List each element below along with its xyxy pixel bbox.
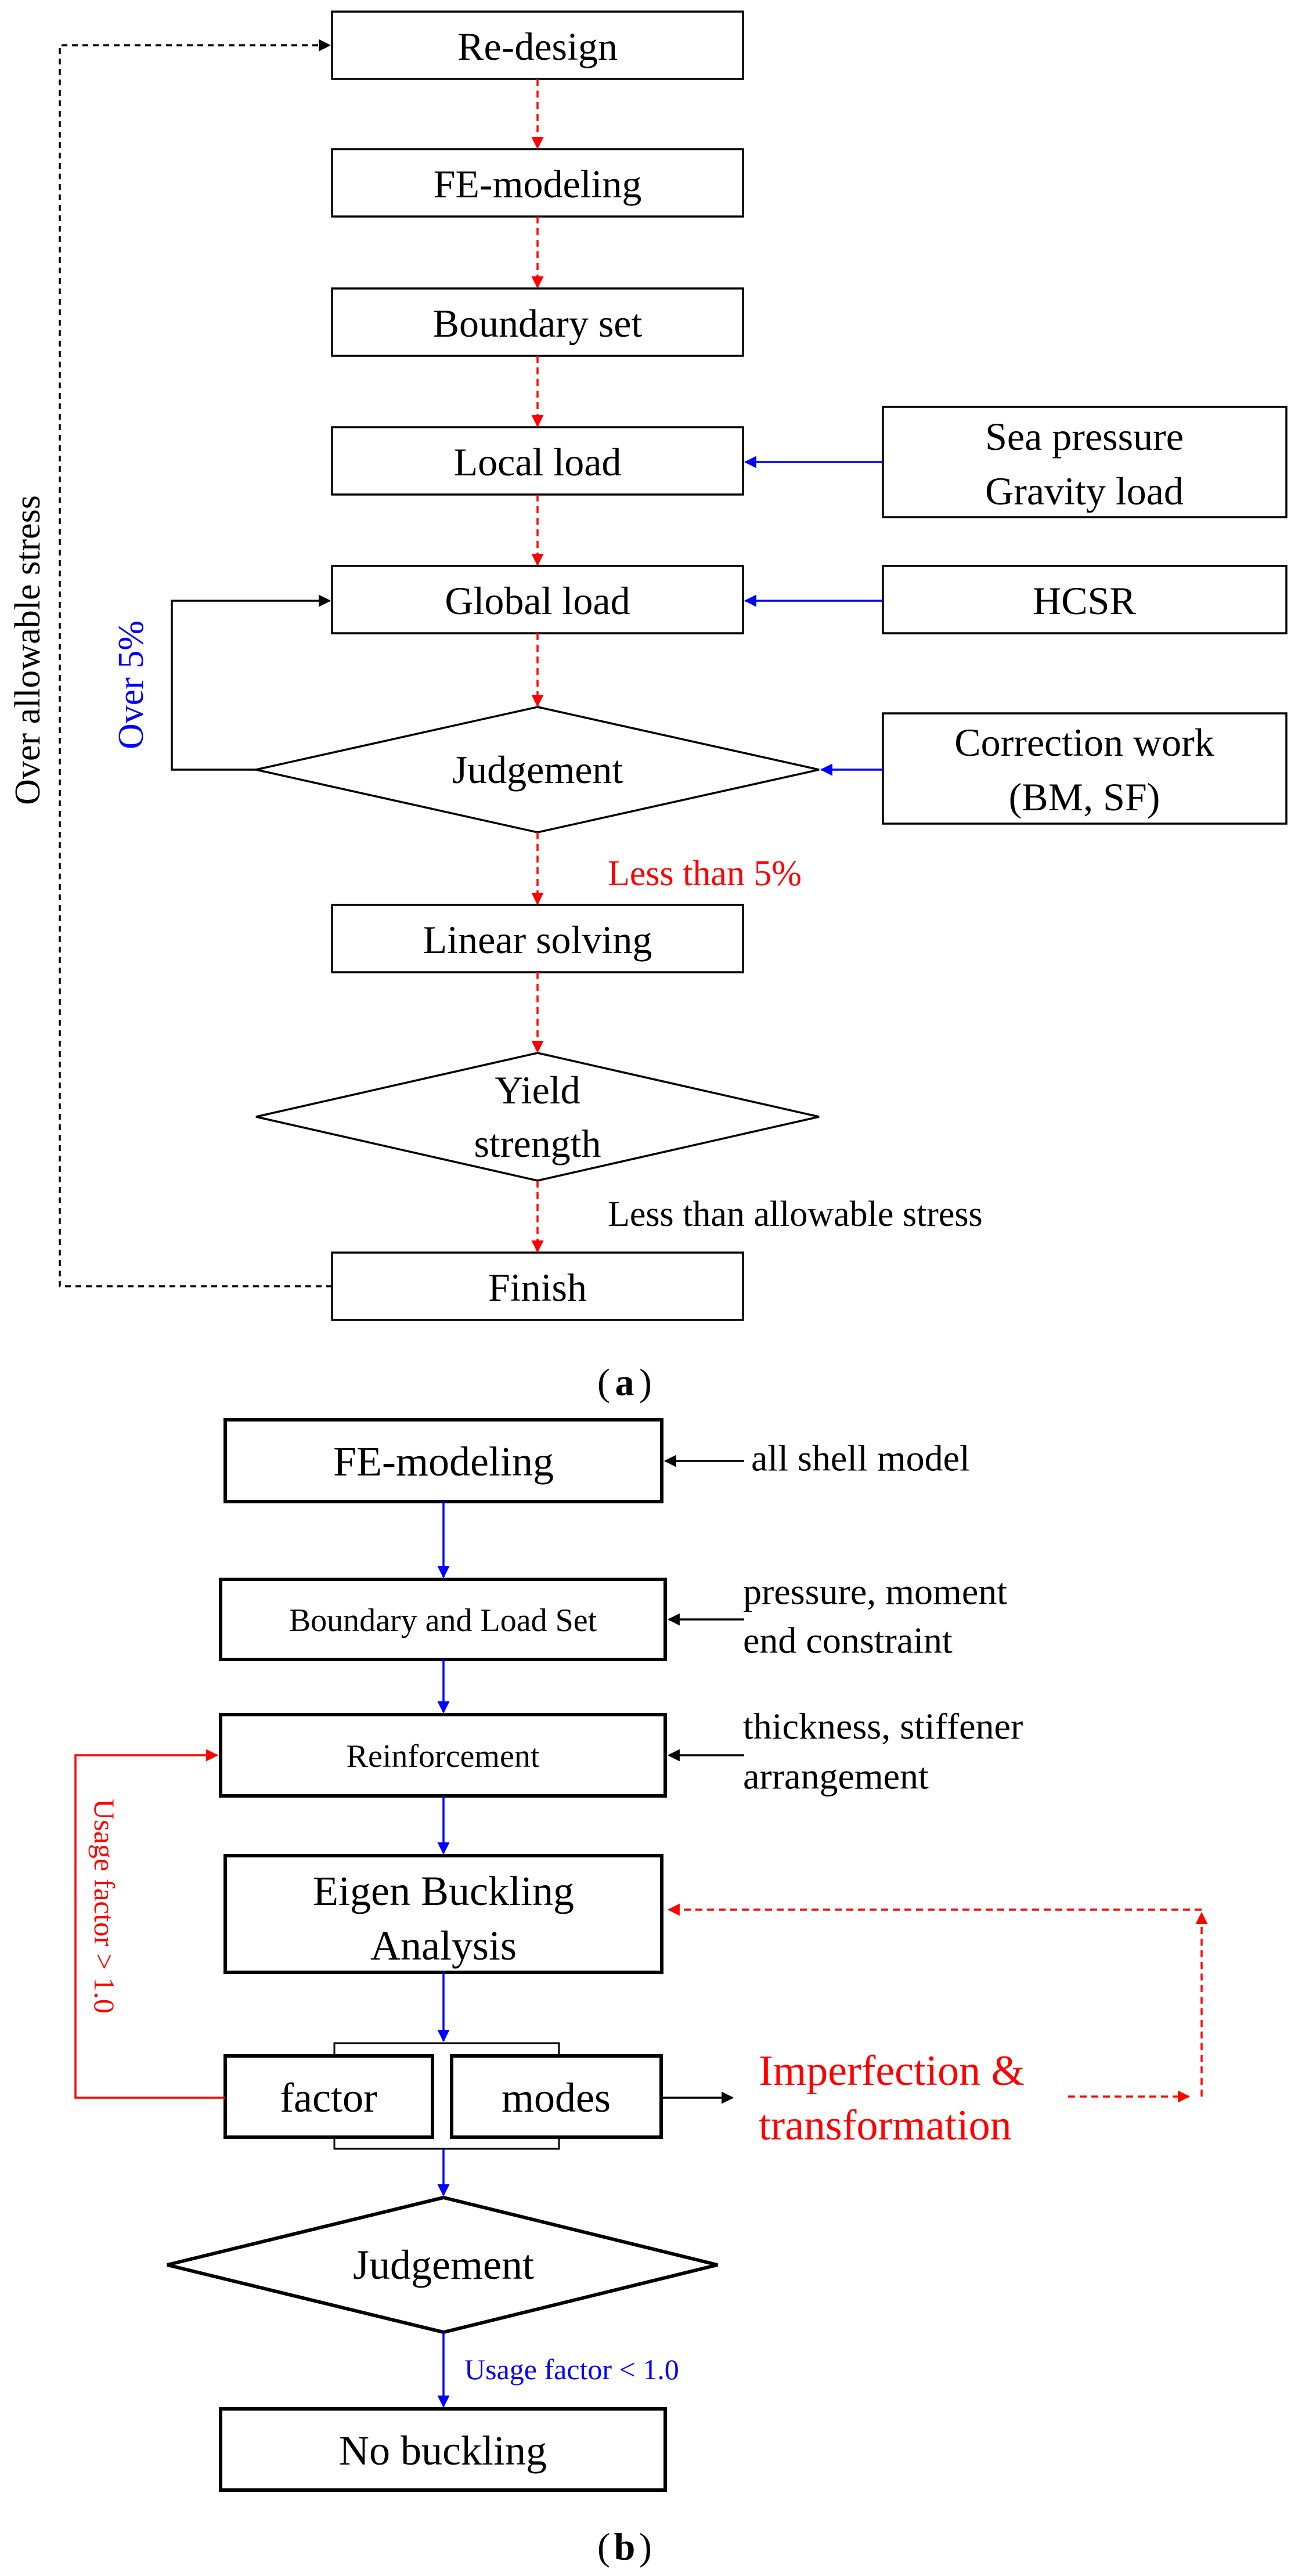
eigen-line2: Analysis (370, 1922, 517, 1969)
note-arrangement: arrangement (743, 1756, 929, 1797)
label-less-than-allowable-stress: Less than allowable stress (608, 1195, 983, 1234)
box-redesign-label: Re-design (457, 24, 618, 68)
box-correction-work: Correction work (BM, SF) (882, 712, 1288, 825)
note-imperfection-line2: transformation (759, 2102, 1012, 2149)
box-fe-modeling-b-label: FE-modeling (333, 1438, 554, 1485)
loop-over-5-percent (171, 594, 331, 771)
note-usage-factor-gt: Usage factor > 1.0 (88, 1799, 121, 2014)
box-boundary-load-set: Boundary and Load Set (219, 1578, 667, 1661)
box-boundary-set-label: Boundary set (433, 301, 643, 345)
panel-b-label: ( b ) (597, 2526, 652, 2568)
box-local-load: Local load (331, 426, 744, 496)
gravity-load-label: Gravity load (985, 469, 1184, 513)
factor-modes-bracket (333, 2042, 560, 2150)
label-less-than-5-percent: Less than 5% (608, 854, 802, 893)
diamond-yield-line2: strength (474, 1121, 601, 1166)
box-redesign: Re-design (331, 10, 744, 80)
box-reinforcement: Reinforcement (219, 1713, 667, 1798)
box-finish: Finish (331, 1251, 744, 1321)
box-sea-pressure-gravity: Sea pressure Gravity load (882, 406, 1288, 518)
box-eigen-buckling: Eigen Buckling Analysis (223, 1854, 663, 1974)
eigen-line1: Eigen Buckling (313, 1868, 574, 1914)
hcsr-label: HCSR (1033, 579, 1136, 623)
correction-line2: (BM, SF) (1009, 775, 1160, 819)
box-boundary-load-set-label: Boundary and Load Set (289, 1603, 597, 1639)
box-finish-label: Finish (488, 1265, 587, 1309)
note-imperfection-line1: Imperfection & (759, 2047, 1025, 2095)
box-fe-modeling-b: FE-modeling (223, 1418, 663, 1503)
svg-text:): ) (639, 2526, 652, 2568)
svg-text:): ) (639, 1362, 652, 1404)
panel-b-letter: b (614, 2526, 636, 2568)
box-hcsr: HCSR (882, 565, 1288, 634)
sea-pressure-label: Sea pressure (985, 414, 1184, 459)
note-thickness-stiffener: thickness, stiffener (743, 1706, 1023, 1747)
box-global-load: Global load (331, 565, 744, 634)
diamond-yield-line1: Yield (495, 1068, 580, 1112)
loop-over-allowable-stress (59, 39, 332, 1287)
box-global-load-label: Global load (445, 579, 630, 623)
panel-a-label: ( a ) (597, 1362, 652, 1404)
box-modes-label: modes (502, 2074, 611, 2121)
diamond-yield-strength: Yield strength (255, 1052, 820, 1182)
box-linear-solving: Linear solving (331, 904, 744, 973)
loop-usage-factor-gt (74, 1749, 225, 2099)
note-pressure-moment: pressure, moment (743, 1571, 1007, 1612)
box-fe-modeling-a: FE-modeling (331, 148, 744, 218)
diamond-judgement-b-label: Judgement (353, 2242, 534, 2288)
panel-a-letter: a (615, 1362, 634, 1404)
box-linear-solving-label: Linear solving (423, 918, 652, 962)
panel-a: Re-design FE-modeling Boundary set Local… (8, 10, 1288, 1404)
box-reinforcement-label: Reinforcement (347, 1738, 540, 1774)
box-local-load-label: Local load (454, 440, 622, 484)
note-all-shell-model: all shell model (751, 1438, 970, 1479)
box-no-buckling-label: No buckling (339, 2427, 547, 2474)
box-factor: factor (223, 2054, 434, 2139)
svg-text:(: ( (597, 1362, 610, 1404)
diamond-judgement-a: Judgement (255, 706, 820, 834)
diamond-judgement-b: Judgement (167, 2195, 718, 2335)
panel-b: FE-modeling Boundary and Load Set Reinfo… (74, 1418, 1208, 2568)
svg-text:(: ( (597, 2526, 610, 2568)
box-no-buckling: No buckling (219, 2407, 667, 2492)
box-boundary-set: Boundary set (331, 287, 744, 357)
box-fe-modeling-a-label: FE-modeling (434, 162, 642, 206)
correction-line1: Correction work (954, 720, 1214, 764)
box-modes: modes (450, 2054, 663, 2139)
note-end-constraint: end constraint (743, 1620, 953, 1661)
label-over-5-percent: Over 5% (111, 620, 151, 749)
label-over-allowable-stress: Over allowable stress (8, 495, 48, 805)
diamond-judgement-a-label: Judgement (452, 748, 623, 792)
note-usage-factor-lt: Usage factor < 1.0 (464, 2353, 679, 2386)
box-factor-label: factor (280, 2074, 377, 2121)
